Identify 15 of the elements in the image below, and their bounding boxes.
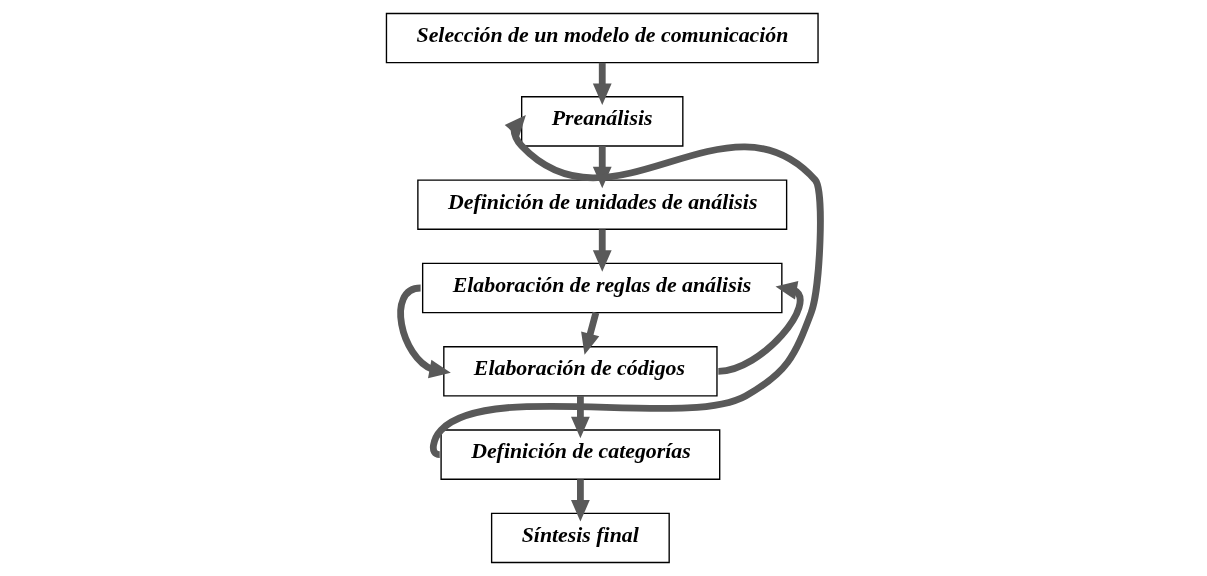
- node-box: Definición de categorías: [440, 429, 721, 480]
- arrow: [571, 396, 590, 439]
- arrow: [592, 229, 612, 272]
- node-box: Selección de un modelo de comunicación: [385, 12, 819, 64]
- node-box: Síntesis final: [490, 512, 670, 564]
- node-box: Elaboración de reglas de análisis: [421, 262, 783, 314]
- arrow: [571, 479, 590, 522]
- arrow: [430, 114, 824, 458]
- arrow: [592, 62, 612, 105]
- node-box: Preanálisis: [521, 96, 684, 147]
- node-box: Definición de unidades de análisis: [417, 179, 788, 230]
- arrow: [592, 146, 612, 189]
- arrow: [717, 281, 804, 375]
- arrow: [581, 311, 600, 355]
- node-box: Elaboración de códigos: [443, 346, 718, 397]
